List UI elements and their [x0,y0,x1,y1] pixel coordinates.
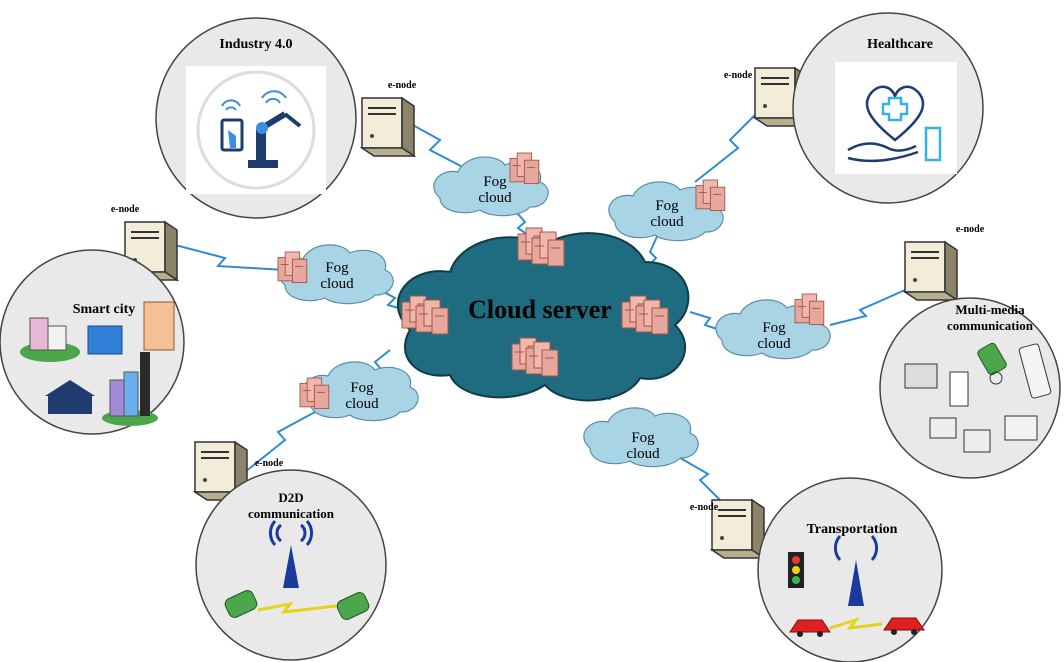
fog-cloud-upright: Fog cloud [608,179,726,242]
link-fog-cloud-right [689,311,721,331]
hand-icon [847,126,942,163]
domain-healthcare: Healthcare [792,12,984,204]
heart-cross-icon [865,85,925,142]
enode-label: e-node [724,70,753,81]
devices-icon [904,342,1052,453]
d2d-link [257,601,337,614]
fog-label-upright-1: Fog [655,198,679,214]
enode-multimedia: e-node [904,224,985,301]
enode-transportation: e-node [690,499,765,559]
fog-cloud-left: Fog cloud [277,244,394,305]
domain-multimedia: Multi-media communication [879,297,1061,479]
server-rack-top [517,227,565,267]
fog-label-lowright-1: Fog [631,430,655,446]
domain-title-line2: communication [947,318,1034,333]
traffic-light-icon [788,552,804,588]
link-health-fog [694,109,761,183]
domain-transportation: Transportation [757,477,943,662]
antenna-tower-icon [268,520,314,588]
link-fog-cloud-left [379,289,406,311]
fog-cloud-top: Fog cloud [433,152,549,217]
domain-industry: Industry 4.0 [155,17,357,219]
fog-label-lowleft-1: Fog [350,380,374,396]
link-d2d-fog [234,411,316,481]
domain-title: Healthcare [867,37,933,52]
enode-label: e-node [255,458,284,469]
enode-industry: e-node [361,80,417,157]
domain-smartcity: Smart city [0,249,185,435]
healthcare-illustration [835,62,957,174]
domain-title-line1: Multi-media [955,302,1025,317]
tablet-hand-icon [220,99,244,152]
enode-smartcity: e-node [111,204,178,281]
enode-healthcare: e-node [724,67,808,127]
car-right-icon [883,617,925,635]
domain-title-line1: D2D [278,490,303,505]
phone-left-icon [224,590,258,618]
link-smartcity-fog [174,244,286,271]
fog-label-top-2: cloud [478,190,512,206]
enode-label: e-node [956,224,985,235]
fog-cloud-lowleft: Fog cloud [299,361,419,422]
fog-label-left-2: cloud [320,276,354,292]
v2v-link [829,617,883,630]
link-transport-fog [674,454,726,506]
robot-arm-icon [248,90,302,168]
phone-right-icon [336,592,370,620]
antenna-tower-icon [833,535,879,606]
cloud-server: Cloud server [396,227,690,402]
link-multimedia-fog [829,289,906,326]
buildings-icon [20,301,175,426]
fog-label-left-1: Fog [325,260,349,276]
fog-label-lowleft-2: cloud [345,396,379,412]
enode-label: e-node [388,80,417,91]
domain-title: Transportation [807,522,898,537]
domain-title: Smart city [73,302,136,317]
car-left-icon [789,619,831,637]
cloud-server-label: Cloud server [468,295,612,324]
domain-title-line2: communication [248,506,335,521]
fog-cloud-lowright: Fog cloud [583,407,699,468]
fog-label-upright-2: cloud [650,214,684,230]
domain-title: Industry 4.0 [219,37,292,52]
enode-d2d: e-node [194,441,284,501]
cloud-server-shape [396,232,690,402]
enode-label: e-node [111,204,140,215]
enode-label: e-node [690,502,719,513]
fog-label-right-2: cloud [757,336,791,352]
link-industry-fog [399,117,479,176]
domain-d2d: D2D communication [195,469,387,661]
fog-label-top-1: Fog [483,174,507,190]
fog-cloud-right: Fog cloud [715,293,831,360]
fog-label-right-1: Fog [762,320,786,336]
fog-label-lowright-2: cloud [626,446,660,462]
